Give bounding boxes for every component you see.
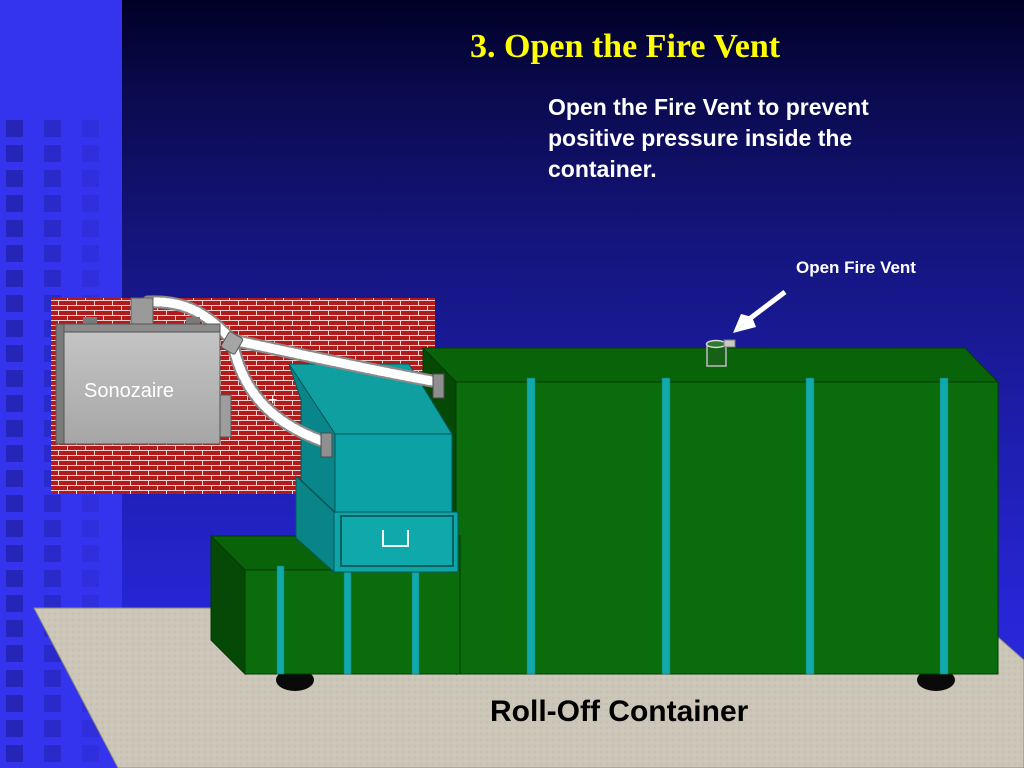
container-rib xyxy=(661,377,671,675)
decorative-square xyxy=(44,195,61,212)
slide-body-text: Open the Fire Vent to prevent positive p… xyxy=(548,94,869,182)
teal-airlock-box xyxy=(288,363,459,574)
decorative-square xyxy=(6,220,23,237)
decorative-square xyxy=(44,570,61,587)
decorative-square xyxy=(6,495,23,512)
hose-coupler xyxy=(220,331,244,355)
decorative-square xyxy=(6,370,23,387)
fire-vent-callout-label: Open Fire Vent xyxy=(796,258,916,277)
decorative-square xyxy=(44,245,61,262)
decorative-square xyxy=(6,345,23,362)
decorative-square xyxy=(6,745,23,762)
decorative-square xyxy=(82,120,99,137)
decorative-square xyxy=(44,670,61,687)
decorative-square xyxy=(6,570,23,587)
fire-vent-lid xyxy=(723,339,736,348)
fire-vent xyxy=(705,339,736,367)
decorative-square xyxy=(6,420,23,437)
hose-connector xyxy=(432,373,445,399)
container-rib xyxy=(805,377,815,675)
decorative-square xyxy=(82,170,99,187)
container-rib xyxy=(343,565,352,675)
decorative-square xyxy=(6,320,23,337)
decorative-square xyxy=(44,695,61,712)
decorative-square xyxy=(6,170,23,187)
decorative-square xyxy=(6,595,23,612)
decorative-square xyxy=(6,395,23,412)
decorative-square xyxy=(44,270,61,287)
decorative-square xyxy=(82,520,99,537)
decorative-square xyxy=(44,720,61,737)
decorative-square xyxy=(44,520,61,537)
decorative-square xyxy=(82,270,99,287)
sonozaire-handle xyxy=(83,317,97,325)
decorative-square xyxy=(6,195,23,212)
ozone-hoses xyxy=(141,295,445,449)
hose-connector xyxy=(320,432,333,458)
decorative-square xyxy=(44,220,61,237)
decorative-square xyxy=(6,670,23,687)
decorative-square xyxy=(82,495,99,512)
decorative-square xyxy=(6,720,23,737)
decorative-square xyxy=(82,195,99,212)
container-rib xyxy=(411,565,420,675)
decorative-square xyxy=(44,545,61,562)
decorative-square xyxy=(6,245,23,262)
slide-title: 3. Open the Fire Vent xyxy=(470,28,781,65)
decorative-square xyxy=(6,645,23,662)
decorative-square xyxy=(82,545,99,562)
decorative-square xyxy=(6,445,23,462)
decorative-square xyxy=(44,145,61,162)
decorative-square xyxy=(6,470,23,487)
decorative-square xyxy=(44,745,61,762)
roll-off-container xyxy=(209,346,1000,676)
decorative-square-strip xyxy=(6,120,99,762)
decorative-square xyxy=(82,745,99,762)
decorative-square xyxy=(6,145,23,162)
drawer-handle xyxy=(382,530,409,547)
container-label: Roll-Off Container xyxy=(490,695,749,728)
decorative-square xyxy=(82,245,99,262)
decorative-square xyxy=(82,220,99,237)
decorative-square xyxy=(6,695,23,712)
decorative-square xyxy=(82,145,99,162)
container-rib xyxy=(276,565,285,675)
callout-arrow xyxy=(733,290,787,333)
sonozaire-unit: Sonozaire xyxy=(54,297,232,445)
sonozaire-label: Sonozaire xyxy=(84,380,174,402)
decorative-square xyxy=(6,120,23,137)
decorative-square xyxy=(6,270,23,287)
container-rib xyxy=(939,377,949,675)
decorative-square xyxy=(44,170,61,187)
decorative-square xyxy=(44,495,61,512)
decorative-square xyxy=(6,545,23,562)
decorative-square xyxy=(6,295,23,312)
decorative-square xyxy=(6,520,23,537)
container-rib xyxy=(526,377,536,675)
decorative-square xyxy=(6,620,23,637)
decorative-square xyxy=(44,120,61,137)
airlock-drawer xyxy=(340,515,454,567)
sonozaire-handle xyxy=(186,317,200,325)
decorative-square xyxy=(82,570,99,587)
plus-mark: + xyxy=(268,392,277,409)
